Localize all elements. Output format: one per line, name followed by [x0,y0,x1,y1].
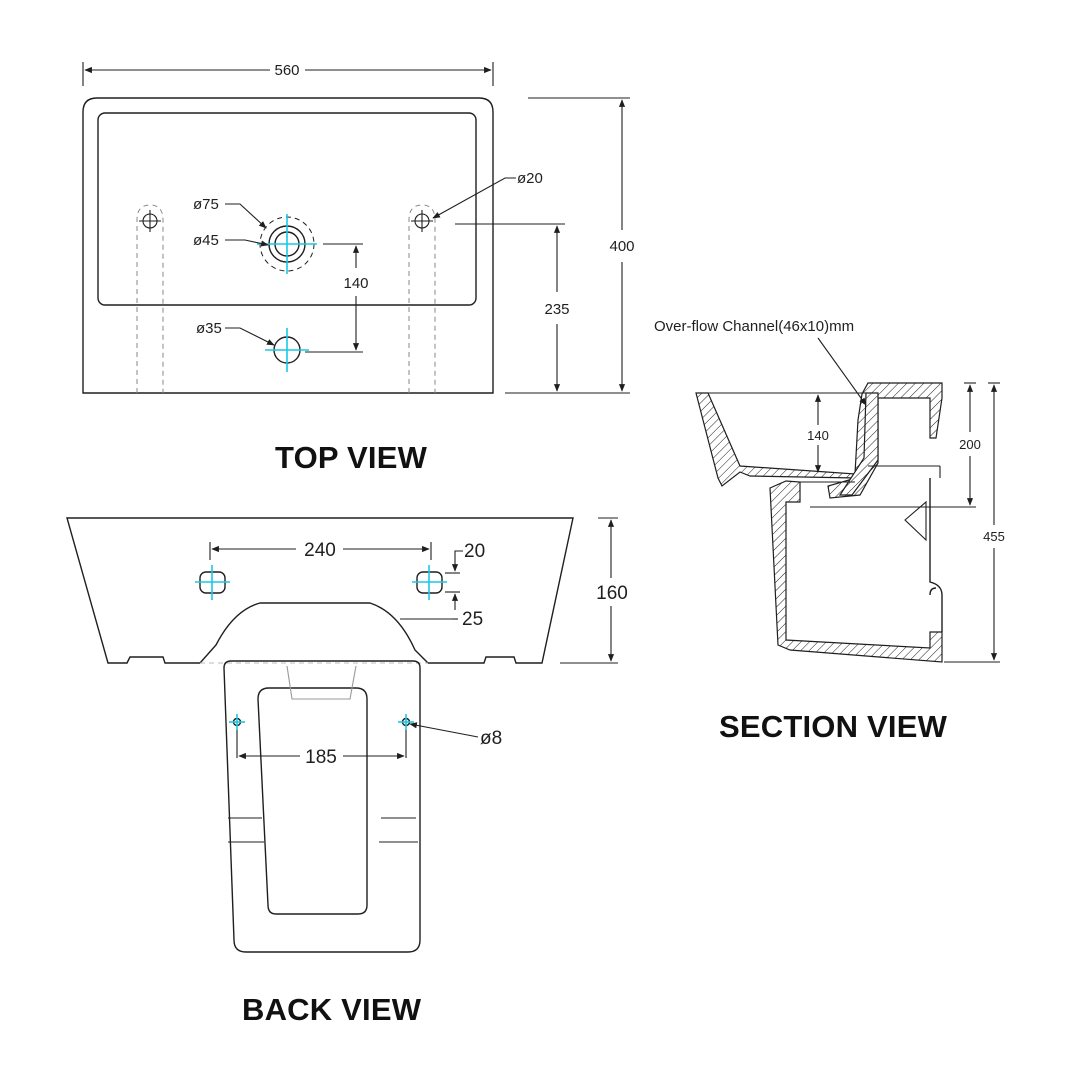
dim-back-height-label: 160 [596,583,628,604]
section-view-title: SECTION VIEW [719,709,948,744]
dim-slot: 20 25 [400,541,485,630]
dim-total-height: 455 [944,382,1005,663]
dim-pedestal-spacing-label: 185 [305,747,337,768]
section-basin-wall [695,382,943,499]
dim-width-label: 560 [274,62,299,79]
section-view: 140 200 455 Over-flow Channel(46x10)mm [654,318,1005,663]
dim-mount-spacing-label: 240 [304,540,336,561]
top-basin-outline [82,97,494,394]
dim-bowl-depth: 140 [807,394,829,473]
top-hidden-lines [136,204,436,393]
pedestal [223,660,421,953]
callout-20: ø20 [517,170,543,187]
dim-hole-to-back-label: 235 [544,301,569,318]
section-pedestal [769,480,943,663]
dim-hole-spacing: 140 [305,243,369,353]
top-view-title: TOP VIEW [275,440,428,475]
top-view: 560 400 235 140 ø75 [82,62,635,394]
callout-8: ø8 [409,722,502,749]
dim-back-height: 160 [560,517,628,664]
mount-slot-right [412,565,447,600]
dim-width: 560 [82,62,494,86]
dim-pedestal-spacing: 185 [236,730,407,768]
back-view: 240 20 25 160 [66,517,628,953]
dim-mount-spacing: 240 [209,540,432,561]
dim-offset-label: 25 [462,609,483,630]
callout-75: ø75 [193,196,219,213]
waste-hole [265,328,309,372]
dim-hole-to-back: 235 [455,223,570,392]
tap-hole [257,214,317,274]
dim-upper-height: 200 [868,382,981,508]
back-basin-outline [66,517,574,664]
dim-bowl-depth-label: 140 [807,428,829,443]
top-bowl-outline [97,112,477,306]
callout-35: ø35 [196,320,222,337]
mount-slot-left [195,565,230,600]
dim-depth: 400 [505,97,635,394]
callout-8-label: ø8 [480,728,502,749]
dim-hole-spacing-label: 140 [343,275,368,292]
hole-callouts: ø75 ø45 ø35 ø20 [193,170,543,346]
back-view-title: BACK VIEW [242,992,422,1027]
dim-slot-height-label: 20 [464,541,485,562]
dim-upper-height-label: 200 [959,437,981,452]
callout-45: ø45 [193,232,219,249]
dim-total-height-label: 455 [983,529,1005,544]
dim-depth-label: 400 [609,238,634,255]
overflow-channel-label: Over-flow Channel(46x10)mm [654,318,854,335]
